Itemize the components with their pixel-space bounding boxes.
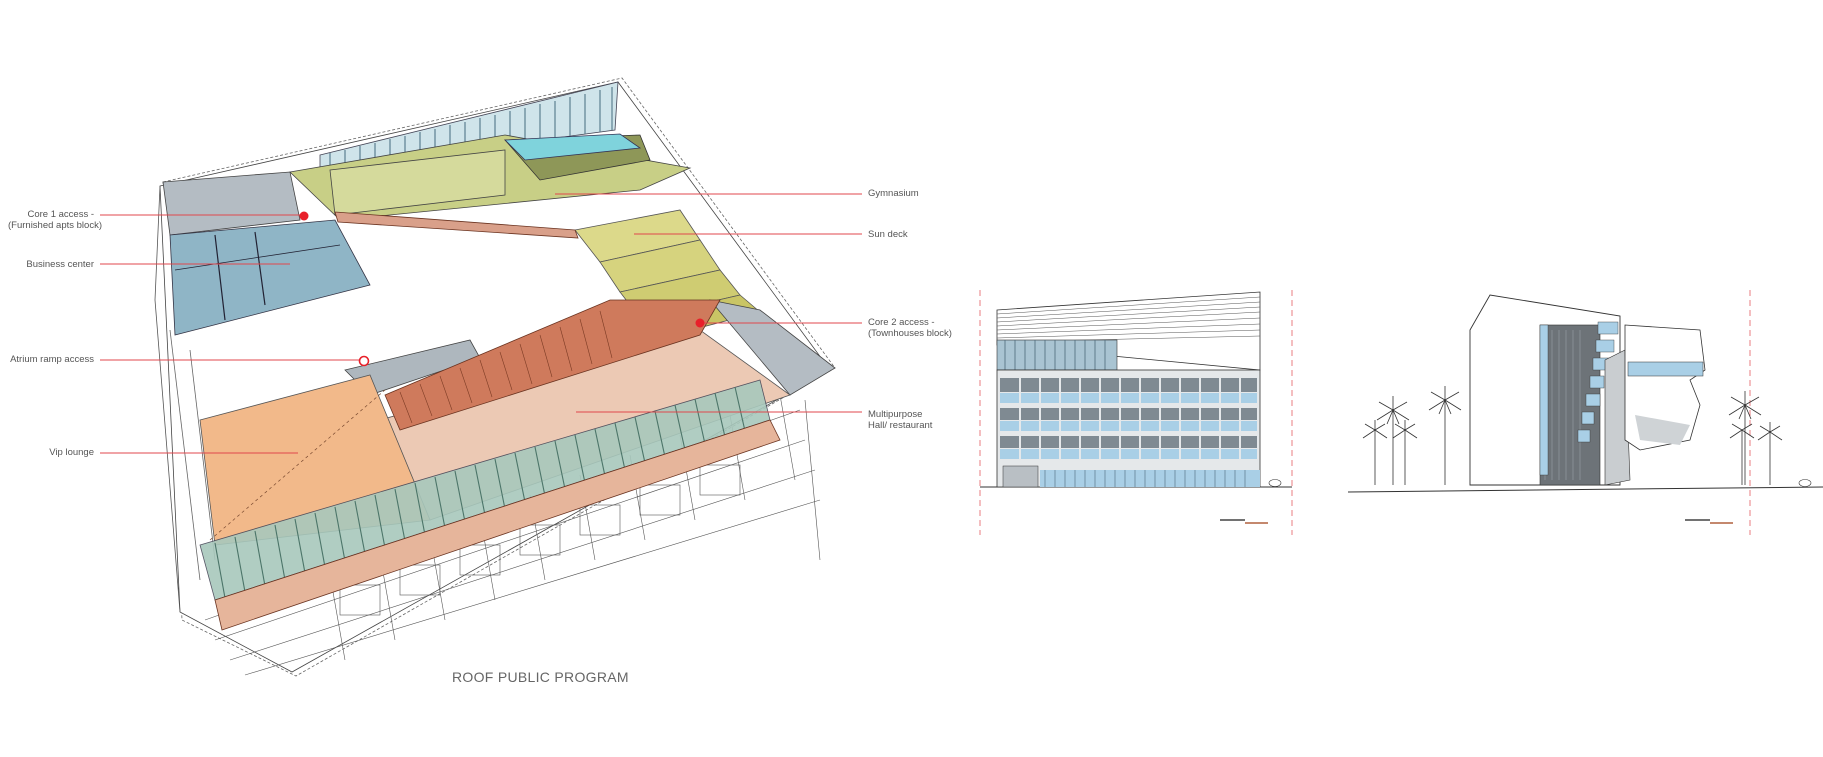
scale-bar-2 — [1685, 519, 1733, 524]
rust-ramp-treads — [399, 310, 613, 424]
multipurpose-line1: Multipurpose — [868, 409, 923, 420]
label-sun-deck: Sun deck — [868, 229, 908, 240]
top-louvre-stripes — [329, 87, 613, 168]
lower-terrace-band — [214, 419, 781, 631]
label-vip-lounge: Vip lounge — [49, 447, 94, 458]
label-core2-access: Core 2 access - (Townhouses block) — [868, 317, 952, 339]
core-1-marker — [299, 211, 309, 221]
core-2-marker — [695, 318, 705, 328]
scale-bar — [1220, 519, 1268, 524]
gym-wall — [329, 149, 506, 216]
core1-line2: (Furnished apts block) — [8, 220, 102, 231]
core2-line2: (Townhouses block) — [868, 328, 952, 339]
left-wall — [154, 185, 181, 613]
label-multipurpose-hall: Multipurpose Hall/ restaurant — [868, 409, 932, 431]
side-elevation — [1347, 290, 1823, 535]
rust-ramp — [384, 299, 721, 431]
front-elevation — [979, 290, 1293, 535]
atrium-ramp-marker — [358, 355, 370, 367]
label-atrium-ramp: Atrium ramp access — [10, 354, 94, 365]
core-2-block — [708, 299, 836, 396]
top-louvre-screen — [319, 81, 619, 171]
palm-tree — [1362, 386, 1783, 485]
label-gymnasium: Gymnasium — [868, 188, 919, 199]
business-center-zone — [169, 219, 371, 336]
label-core1-access: Core 1 access - (Furnished apts block) — [8, 209, 102, 231]
multipurpose-line2: Hall/ restaurant — [868, 420, 933, 431]
core1-line1: Core 1 access - — [27, 209, 94, 220]
core2-line1: Core 2 access - — [868, 317, 935, 328]
axonometric-building — [154, 77, 836, 677]
pool — [504, 133, 642, 161]
diagram-caption: ROOF PUBLIC PROGRAM — [452, 669, 629, 685]
label-business-center: Business center — [26, 259, 94, 270]
core-1-block — [162, 171, 301, 236]
glass-screen-fins — [214, 386, 746, 599]
upper-walkway — [334, 211, 579, 239]
leader-lines — [100, 193, 862, 454]
